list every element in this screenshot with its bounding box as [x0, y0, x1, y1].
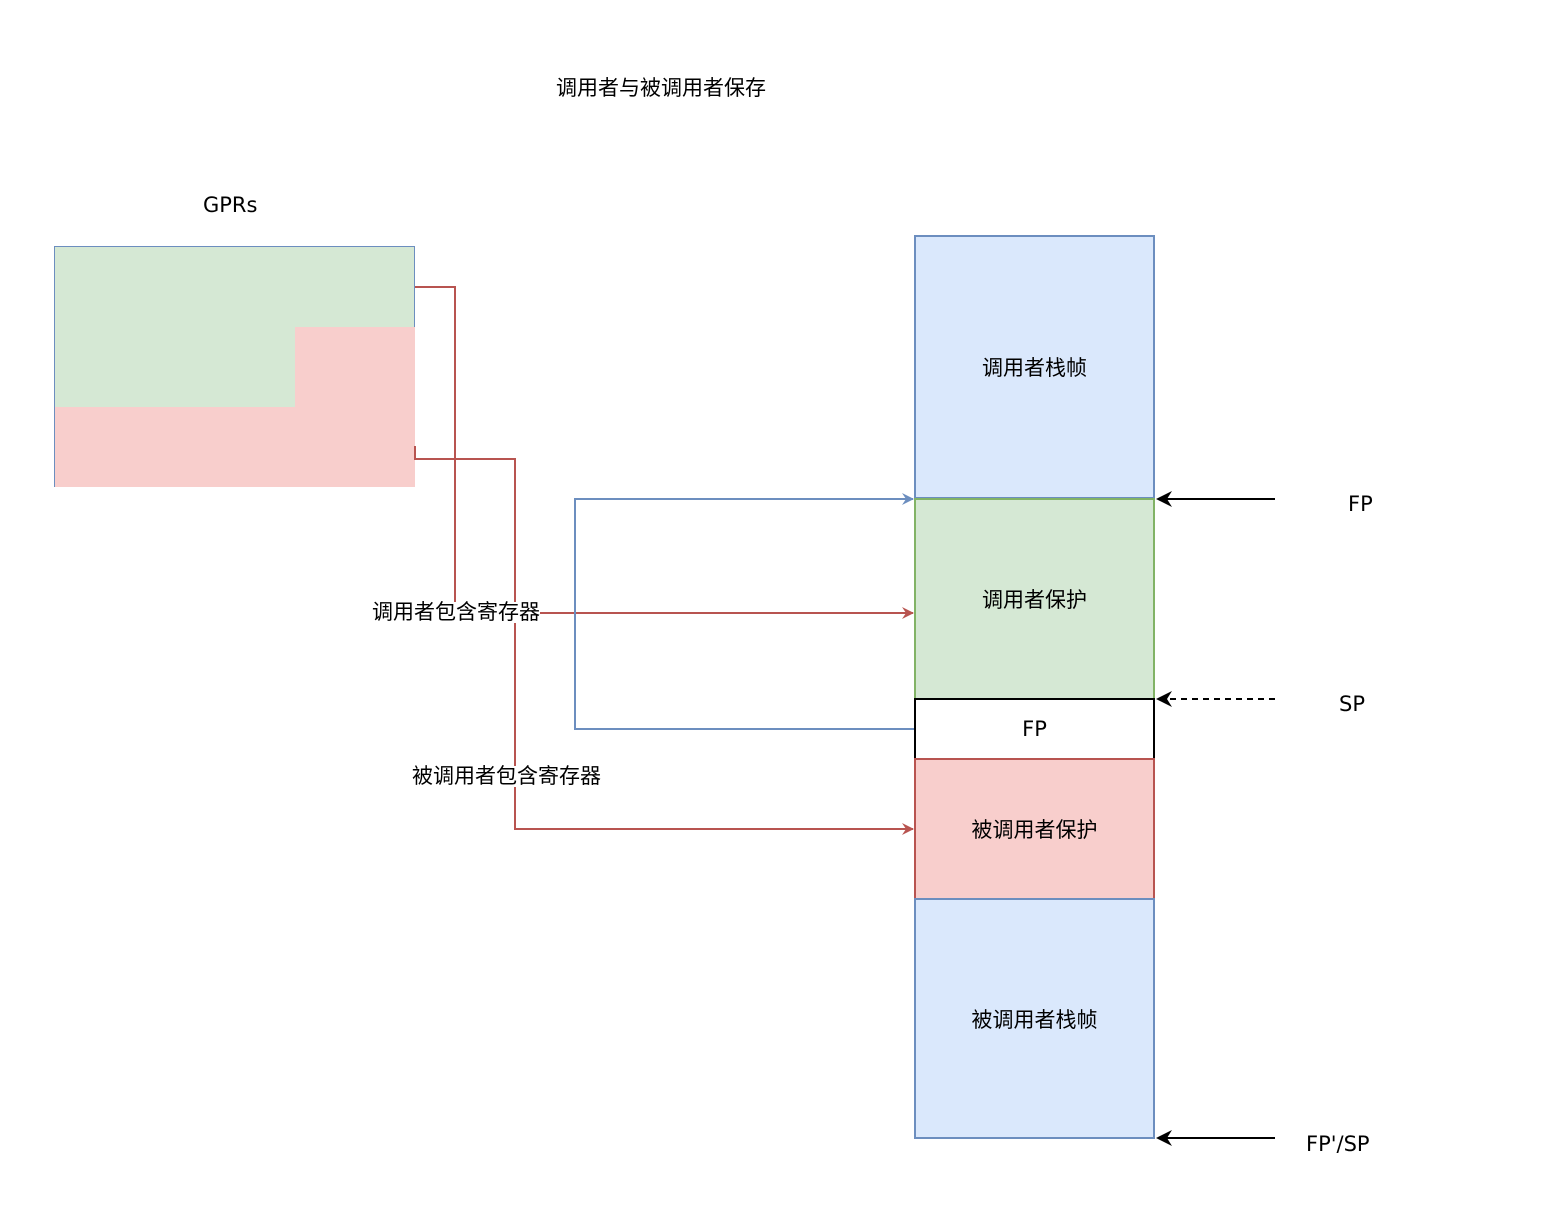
sp-pointer-arrowhead — [1156, 691, 1172, 707]
edge-label-callee-regs: 被调用者包含寄存器 — [412, 764, 601, 788]
gprs-callee-region-upper — [295, 327, 415, 407]
gprs-callee-region-lower — [55, 407, 415, 487]
fp-pointer-arrowhead — [1156, 491, 1172, 507]
fp-pointer-label: FP — [1348, 492, 1373, 516]
gprs-label: GPRs — [203, 193, 258, 217]
caller-frame-label: 调用者栈帧 — [982, 356, 1087, 380]
fp-sp-pointer-label: FP'/SP — [1306, 1132, 1370, 1156]
edge-fp-link — [574, 493, 914, 730]
stack-caller-saved: 调用者保护 — [914, 498, 1155, 700]
edge-callee-regs — [414, 446, 914, 835]
caller-saved-label: 调用者保护 — [982, 588, 1087, 612]
sp-pointer-label: SP — [1339, 692, 1365, 716]
callee-saved-label: 被调用者保护 — [971, 818, 1098, 842]
edge-caller-regs — [415, 286, 914, 619]
fp-slot-label: FP — [1022, 717, 1047, 741]
diagram-title: 调用者与被调用者保存 — [556, 76, 766, 100]
callee-frame-label: 被调用者栈帧 — [971, 1007, 1098, 1032]
stack-caller-frame: 调用者栈帧 — [914, 235, 1155, 499]
edge-label-caller-regs: 调用者包含寄存器 — [372, 600, 540, 624]
fp-sp-pointer-arrowhead — [1156, 1130, 1172, 1146]
stack-fp-slot: FP — [914, 698, 1155, 760]
stack-callee-saved: 被调用者保护 — [914, 758, 1155, 900]
gprs-block — [54, 246, 415, 487]
stack-callee-frame: 被调用者栈帧 — [914, 898, 1155, 1139]
